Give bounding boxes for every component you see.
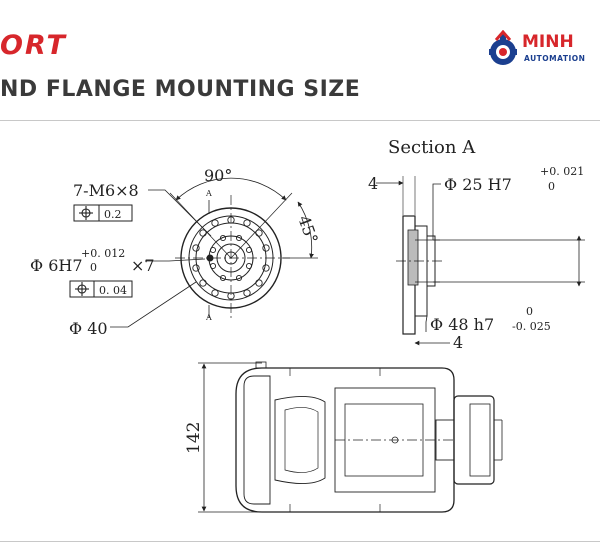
position-symbol-icon: [75, 206, 93, 296]
shaft-tol-upper: 0: [526, 305, 533, 318]
section-mark-top: A: [205, 189, 212, 198]
tolerance-value-1: 0.2: [104, 208, 122, 221]
bottom-divider: [0, 541, 600, 542]
logo-tagline: AUTOMATION: [524, 54, 586, 63]
bore-tol-upper: +0. 021: [540, 165, 584, 178]
section-mark-bottom: A: [205, 313, 212, 322]
page-title: ND FLANGE MOUNTING SIZE: [0, 77, 361, 102]
gear-robot-icon: [489, 30, 517, 65]
bore-tol-lower: 0: [548, 180, 555, 193]
tolerance-value-2: 0. 04: [99, 284, 127, 297]
pin-depth-label: ×7: [131, 256, 155, 275]
outer-diameter-label: Φ 40: [69, 319, 108, 338]
bore-label: Φ 25 H7: [444, 175, 512, 194]
shaft-label: Φ 48 h7: [430, 315, 494, 334]
logo-name: MINH: [522, 32, 574, 52]
pin-tol-upper: +0. 012: [81, 247, 125, 260]
pin-hole-label: Φ 6H7: [30, 256, 83, 275]
section-title: Section A: [388, 137, 476, 158]
pin-tol-lower: 0: [90, 261, 97, 274]
flange-section-view: [376, 176, 585, 346]
bottom-thickness-label: 4: [453, 333, 463, 352]
company-logo: MINH AUTOMATION: [486, 30, 600, 72]
shaft-tol-lower: -0. 025: [512, 320, 551, 333]
angle-90-label: 90°: [204, 166, 232, 185]
top-divider: [0, 120, 600, 121]
left-thickness-label: 4: [368, 174, 378, 193]
flange-front-view: [69, 177, 318, 328]
brand-fragment: ORT: [0, 30, 67, 61]
angle-45-label: 45°: [294, 213, 322, 246]
wrist-top-view: [198, 361, 503, 513]
bolt-holes-label: 7-M6×8: [73, 181, 139, 200]
height-dimension-label: 142: [184, 422, 204, 454]
